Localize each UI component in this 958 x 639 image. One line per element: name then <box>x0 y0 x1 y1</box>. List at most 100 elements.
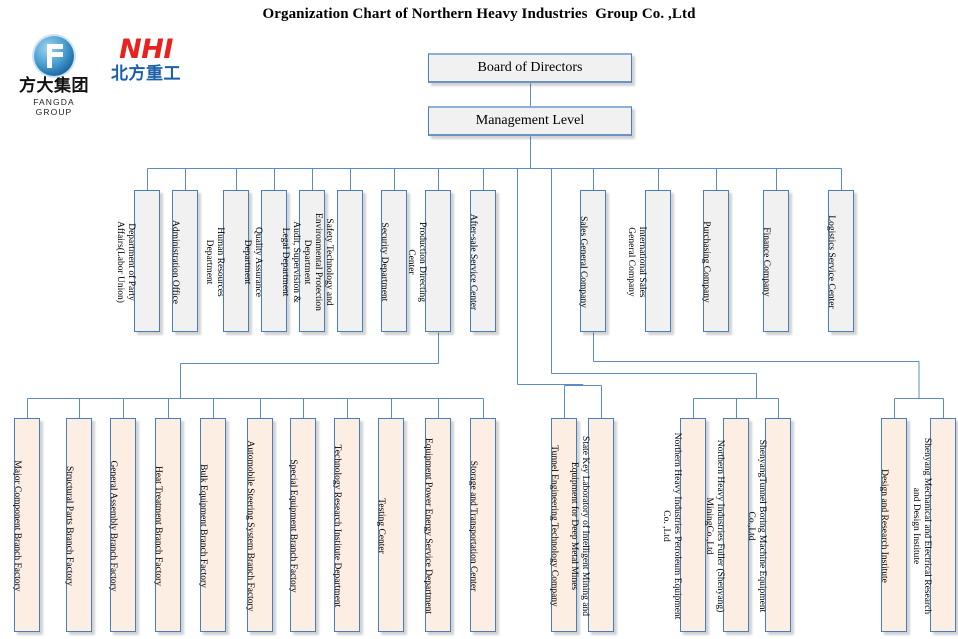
org-node-label-line: Affairs(Labor Union) <box>115 221 125 303</box>
org-node-special-equipment-branch-factory[interactable]: Special Equipment Branch Factory <box>287 418 316 632</box>
org-node-heat-treatment-branch-factory[interactable]: Heat Treatment Branch Factory <box>152 418 181 632</box>
org-node-bulk-equipment-branch-factory[interactable]: Bulk Equipment Branch Factory <box>198 418 226 632</box>
org-node-label-line: Co. ,Ltd <box>661 510 671 542</box>
org-node-design-and-research-institute[interactable]: Design and Research Institute <box>878 418 907 632</box>
org-node-storage-and-transportation-center[interactable]: Storage and Transportation Center <box>467 418 496 632</box>
org-node-label: General Assembly Branch Factory <box>107 425 118 627</box>
org-node-label: Heat Treatment Branch Factory <box>152 425 163 627</box>
org-node-label-line: Purchasing Company <box>700 221 711 303</box>
org-node-label: Audit, Supervision &Legal Department <box>279 197 301 327</box>
org-node-state-key-laboratory-of-intelligent-mining-and-e[interactable]: State Key Laboratory of Intelligent Mini… <box>569 418 614 632</box>
org-node-label: Shenyang Mechanical and Electrical Resea… <box>910 425 932 627</box>
org-node-label: Management Level <box>475 113 585 128</box>
org-node-board[interactable]: Board of Directors <box>428 53 632 83</box>
org-node-label-line: Northern Heavy Industries Fuller (Shenya… <box>715 439 725 613</box>
org-node-label-line: Department <box>242 239 252 285</box>
org-node-label: Security Department <box>378 197 389 327</box>
org-node-label-line: Design and Research Institute <box>878 469 889 583</box>
org-node-label-line: Environmental Protection <box>312 213 323 311</box>
org-node-label: Purchasing Company <box>700 197 711 327</box>
org-node-label-line: ShenyangTunnel Boring Machine Equipment <box>757 439 767 613</box>
org-node-label-line: Department of Party <box>126 223 136 301</box>
org-node-label: Structural Parts Branch Factory <box>63 425 74 627</box>
nhi-logo-en: NHI <box>119 34 173 65</box>
org-node-label-line: Finance Company <box>760 227 771 297</box>
org-node-label-line: General Assembly Branch Factory <box>107 460 118 592</box>
page-title: Organization Chart of Northern Heavy Ind… <box>262 6 696 22</box>
nhi-logo: NHI 北方重工 <box>100 36 192 84</box>
org-node-label-line: Audit, Supervision & <box>291 221 301 303</box>
org-node-label-line: Equipment Power Energy Service Departmen… <box>422 437 433 615</box>
org-node-label: Automobile Steering System Branch Factor… <box>244 425 255 627</box>
fangda-logo-cn: 方大集团 <box>19 76 89 96</box>
org-node-label: Board of Directors <box>477 60 583 75</box>
org-node-label: Major Component Branch Factory <box>11 425 22 627</box>
org-node-label-line: State Key Laboratory of Intelligent Mini… <box>580 436 590 616</box>
org-node-northern-heavy-industries-fuller-shenyang-mining[interactable]: Northern Heavy Industries Fuller (Shenya… <box>704 418 749 632</box>
org-node-label-line: Special Equipment Branch Factory <box>287 459 298 593</box>
org-node-label-line: Production Directing <box>417 222 427 302</box>
org-node-label-line: and Design Institute <box>911 487 921 565</box>
org-node-label: Technology Research Institute Department <box>331 425 342 627</box>
org-node-label-line: Northern Heavy Industries Petroleum Equi… <box>672 432 682 620</box>
org-node-label: Design and Research Institute <box>878 425 889 627</box>
org-node-label: After-sale Service Center <box>467 197 478 327</box>
org-node-label-line: Tunnel Engineering Technology Company <box>548 445 559 607</box>
org-node-label-line: Technology Research Institute Department <box>331 444 342 608</box>
org-node-structural-parts-branch-factory[interactable]: Structural Parts Branch Factory <box>63 418 92 632</box>
org-node-label-line: Co.,Ltd <box>746 511 756 541</box>
org-node-label: Administration Office <box>169 197 180 327</box>
org-node-label-line: Shenyang Mechanical and Electrical Resea… <box>922 437 932 615</box>
org-node-shenyang-mechanical-and-electrical-research-and-[interactable]: Shenyang Mechanical and Electrical Resea… <box>911 418 956 632</box>
org-node-general-assembly-branch-factory[interactable]: General Assembly Branch Factory <box>107 418 136 632</box>
org-node-label-line: Sales General Company <box>577 216 588 308</box>
org-node-testing-center[interactable]: Testing Center <box>376 418 404 632</box>
org-node-label-line: Department <box>204 239 214 285</box>
org-node-management[interactable]: Management Level <box>428 106 632 136</box>
org-node-label: Northern Heavy Industries Petroleum Equi… <box>660 425 682 627</box>
fangda-group-logo: 方大集团 FANGDA GROUP <box>14 36 94 117</box>
org-node-security-department[interactable]: Security Department <box>378 190 407 332</box>
fangda-logo-en: FANGDA GROUP <box>33 96 75 117</box>
org-node-logistics-service-center[interactable]: Logistics Service Center <box>825 190 854 332</box>
org-node-technology-research-institute-department[interactable]: Technology Research Institute Department <box>331 418 360 632</box>
org-node-major-component-branch-factory[interactable]: Major Component Branch Factory <box>11 418 40 632</box>
org-node-equipment-power-energy-service-department[interactable]: Equipment Power Energy Service Departmen… <box>422 418 451 632</box>
org-node-label-line: Heat Treatment Branch Factory <box>152 465 163 587</box>
org-node-administration-office[interactable]: Administration Office <box>169 190 198 332</box>
org-node-label: Equipment Power Energy Service Departmen… <box>422 425 433 627</box>
org-node-finance-company[interactable]: Finance Company <box>760 190 789 332</box>
org-node-label: Logistics Service Center <box>825 197 836 327</box>
org-node-after-sale-service-center[interactable]: After-sale Service Center <box>467 190 496 332</box>
org-node-tunnel-engineering-technology-company[interactable]: Tunnel Engineering Technology Company <box>548 418 577 632</box>
org-node-label-line: Human Resources <box>215 227 225 297</box>
org-node-label-line: Logistics Service Center <box>825 215 836 309</box>
org-node-purchasing-company[interactable]: Purchasing Company <box>700 190 729 332</box>
org-node-automobile-steering-system-branch-factory[interactable]: Automobile Steering System Branch Factor… <box>244 418 273 632</box>
org-node-label: Special Equipment Branch Factory <box>287 425 298 627</box>
org-node-label-line: Equipment for Deep Metal Mines <box>569 461 579 591</box>
org-node-label-line: Center <box>406 249 416 275</box>
org-node-label: Sales General Company <box>577 197 588 327</box>
org-node-label-line: Safety Technology and <box>323 218 334 306</box>
org-node-label-line: MiningCo.,Ltd <box>704 497 714 555</box>
org-node-sales-general-company[interactable]: Sales General Company <box>577 190 606 332</box>
fangda-circle-f-icon <box>34 36 74 76</box>
org-node-label: Storage and Transportation Center <box>467 425 478 627</box>
org-node-northern-heavy-industries-petroleum-equipment-co[interactable]: Northern Heavy Industries Petroleum Equi… <box>661 418 706 632</box>
org-node-label-line: Quality Assurance <box>253 227 263 297</box>
org-node-audit-supervision-legal-department[interactable]: Audit, Supervision &Legal Department <box>280 190 325 332</box>
nhi-logo-cn: 北方重工 <box>111 64 181 84</box>
